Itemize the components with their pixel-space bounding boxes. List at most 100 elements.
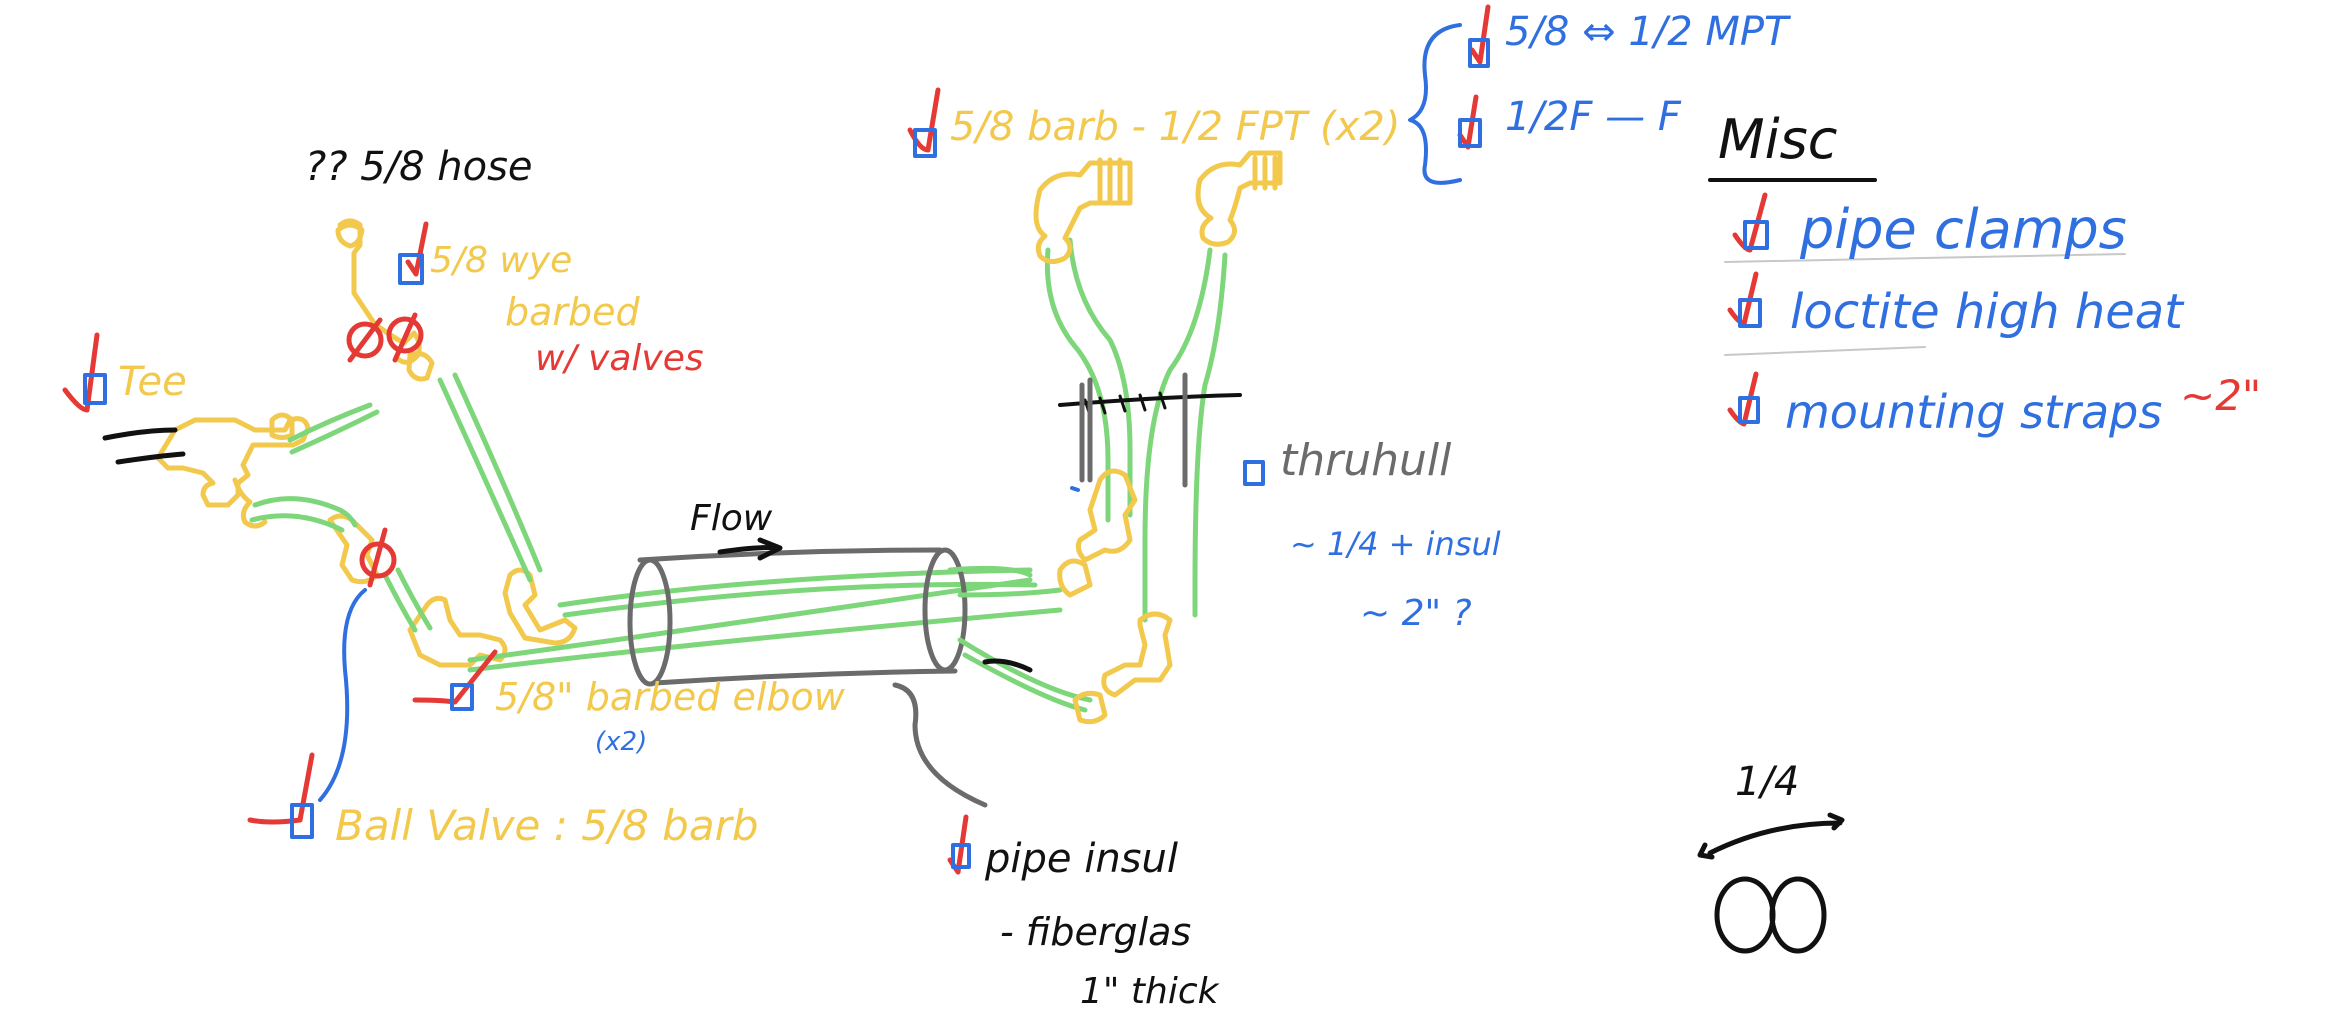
valve-symbol-2 (386, 316, 424, 354)
hose-tee-to-wye (287, 402, 373, 443)
inlet-pipe-stub-2 (115, 451, 186, 465)
label-tee: Tee (118, 359, 187, 405)
thruhull-wall-left (1079, 377, 1093, 483)
pipe-bottom-edge (652, 668, 958, 686)
checkbox-elbow (450, 683, 474, 711)
pipe-left-end (627, 557, 673, 687)
hose-right-up-1 (1044, 247, 1111, 523)
misc-item-strap-size: ~2" (2180, 371, 2261, 420)
hose-tee-to-valve (252, 496, 358, 528)
hose-left-into-pipe (467, 577, 1033, 663)
top-left-elbow-threads (1097, 157, 1123, 203)
pipe-insul-leader (892, 682, 988, 808)
checkbox-thruhull (1243, 460, 1265, 486)
checkbox-tee (83, 373, 107, 405)
checkbox-ball-valve (290, 803, 314, 839)
check-tee (62, 332, 100, 413)
right-hoses (947, 237, 1228, 713)
tee-cap (269, 412, 295, 440)
tee-lower-branch (232, 477, 268, 529)
label-barbed: barbed (505, 290, 641, 334)
label-thruhull-size2: ~ 2" ? (1360, 593, 1472, 634)
label-one-inch-thick: 1" thick (1080, 971, 1221, 1012)
mid-right-elbow (1075, 468, 1138, 563)
red-marks (62, 4, 1768, 875)
label-thruhull-size: ~ 1/4 + insul (1290, 525, 1501, 563)
hose-pipe-out-2 (957, 587, 1063, 598)
misc-item-loctite: loctite high heat (1790, 284, 2185, 340)
check-ball-valve (247, 752, 315, 825)
label-barb-fpt: 5/8 barb - 1/2 FPT (x2) (950, 104, 1400, 150)
hose-wye-to-mid (437, 377, 533, 583)
checkbox-wye (398, 253, 424, 285)
label-w-valves: w/ valves (535, 338, 704, 379)
tee-fitting (155, 416, 311, 508)
mid-right-barb (1057, 558, 1093, 598)
label-female: 1/2F — F (1505, 94, 1682, 140)
check-elbow (412, 649, 498, 705)
separator-2 (1724, 346, 1926, 356)
valve-slash-2 (392, 312, 418, 363)
checkbox-barb-fpt (913, 128, 937, 158)
label-x2-blue: (x2) (595, 727, 647, 757)
label-ball-valve: Ball Valve : 5/8 barb (335, 801, 759, 850)
misc-item-mounting: mounting straps (1785, 385, 2162, 439)
insul-circle-left (1714, 876, 1776, 954)
right-fitting-assembly (1033, 150, 1283, 725)
valve-symbol-1 (346, 321, 384, 359)
insulated-pipe (627, 547, 988, 808)
label-wye: 5/8 wye (430, 240, 572, 281)
label-mpt: 5/8 ⇔ 1/2 MPT (1505, 9, 1792, 55)
hose-right-up-3 (1142, 247, 1213, 623)
top-right-elbow (1195, 150, 1283, 247)
fitting-brace (1408, 23, 1462, 185)
label-hose-question: ?? 5/8 hose (305, 144, 533, 190)
check-wye (405, 221, 429, 277)
left-hoses (249, 372, 1063, 673)
blue-marks (83, 23, 1769, 869)
checkbox-loctite (1738, 298, 1762, 328)
inlet-pipe-stub-1 (102, 427, 178, 441)
wye-right-barb (406, 351, 435, 382)
checkbox-mpt (1468, 38, 1490, 68)
insul-circle-right (1769, 876, 1827, 954)
check-mpt (1469, 4, 1491, 65)
misc-separators (1724, 253, 2126, 356)
label-flow: Flow (690, 498, 773, 539)
pipe-top-edge (637, 547, 943, 563)
insul-dimension-arrow (1697, 812, 1845, 860)
pipe-right-dash (982, 658, 1033, 673)
valve-slash-3 (367, 527, 388, 588)
label-pipe-insul: pipe insul (984, 836, 1178, 882)
left-fitting-assembly (155, 218, 578, 668)
mid-elbow-left (502, 567, 578, 646)
thruhull-tick (1070, 486, 1080, 492)
valve-slash-1 (347, 317, 383, 363)
hose-right-up-2 (1067, 237, 1133, 518)
left-lower-elbow (407, 595, 508, 668)
top-left-elbow (1033, 160, 1133, 264)
label-fiberglass: - fiberglas (1000, 910, 1191, 954)
checkbox-pipe-insul (951, 843, 971, 869)
label-thruhull: thruhull (1280, 435, 1452, 486)
ball-valve-leader (318, 588, 367, 802)
top-right-elbow-threads (1252, 155, 1278, 191)
checkbox-mounting (1738, 396, 1760, 424)
thruhull-plate (1058, 372, 1242, 492)
bottom-right-elbow (1101, 611, 1173, 698)
label-barbed-elbow: 5/8" barbed elbow (495, 675, 846, 719)
hose-wye-to-mid-b (452, 372, 543, 573)
hose-right-up-4 (1192, 252, 1228, 618)
misc-item-pipe-clamps: pipe clamps (1799, 198, 2127, 261)
wye-top-barb (335, 222, 365, 249)
valve-symbol-3 (359, 541, 397, 579)
separator-1 (1724, 253, 2126, 263)
checkbox-pipe-clamps (1743, 220, 1769, 250)
bottom-right-barb (1072, 690, 1108, 725)
hose-left-into-pipe-b (467, 607, 1063, 673)
hose-tee-to-wye-b (289, 409, 380, 455)
check-barb-fpt (907, 87, 941, 153)
checkbox-female (1458, 118, 1482, 148)
hose-pipe-out-1 (947, 565, 1033, 578)
hose-valve-to-elbow (382, 572, 418, 633)
